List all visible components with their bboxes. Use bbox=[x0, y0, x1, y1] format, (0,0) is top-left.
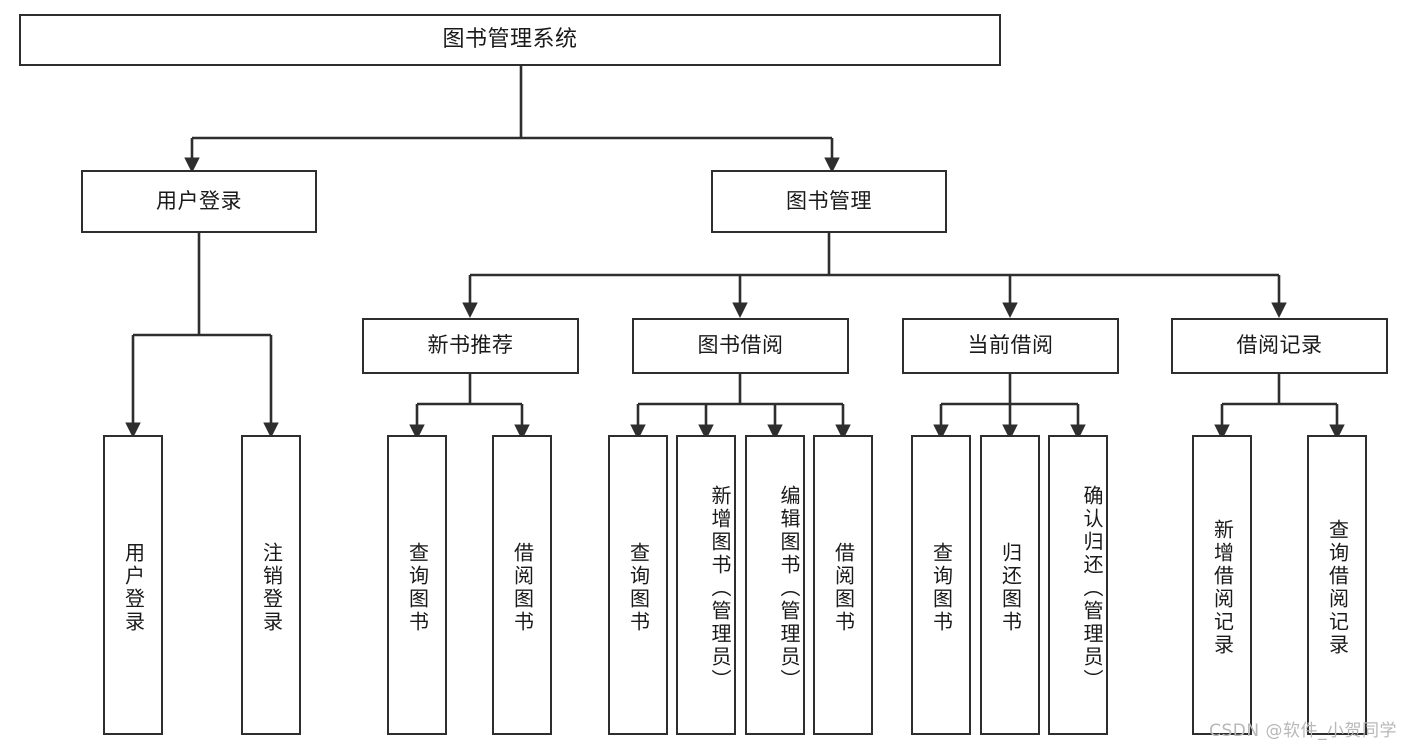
csdn-watermark: CSDN @软件_小贺同学 bbox=[1209, 721, 1397, 741]
node-new-book-recommend[interactable]: 新书推荐 bbox=[362, 318, 579, 374]
node-current-borrow[interactable]: 当前借阅 bbox=[902, 318, 1119, 374]
leaf-borrow-book[interactable]: 借阅图书 bbox=[813, 435, 873, 735]
leaf-query-book-recommend[interactable]: 查询图书 bbox=[387, 435, 447, 735]
leaf-add-book-admin[interactable]: 新增图书（管理员） bbox=[676, 435, 736, 735]
leaf-user-login[interactable]: 用户登录 bbox=[103, 435, 163, 735]
node-borrow-record[interactable]: 借阅记录 bbox=[1171, 318, 1388, 374]
leaf-query-borrow-record[interactable]: 查询借阅记录 bbox=[1307, 435, 1367, 735]
node-book-management[interactable]: 图书管理 bbox=[711, 170, 947, 233]
node-root-book-management-system[interactable]: 图书管理系统 bbox=[19, 14, 1001, 66]
leaf-confirm-return-admin[interactable]: 确认归还（管理员） bbox=[1048, 435, 1108, 735]
leaf-query-book-borrow[interactable]: 查询图书 bbox=[608, 435, 668, 735]
leaf-query-book-current[interactable]: 查询图书 bbox=[911, 435, 971, 735]
leaf-add-borrow-record[interactable]: 新增借阅记录 bbox=[1192, 435, 1252, 735]
leaf-return-book[interactable]: 归还图书 bbox=[980, 435, 1040, 735]
node-user-login[interactable]: 用户登录 bbox=[81, 170, 317, 233]
leaf-user-logout[interactable]: 注销登录 bbox=[241, 435, 301, 735]
node-book-borrow[interactable]: 图书借阅 bbox=[632, 318, 849, 374]
leaf-edit-book-admin[interactable]: 编辑图书（管理员） bbox=[745, 435, 805, 735]
leaf-borrow-book-recommend[interactable]: 借阅图书 bbox=[492, 435, 552, 735]
